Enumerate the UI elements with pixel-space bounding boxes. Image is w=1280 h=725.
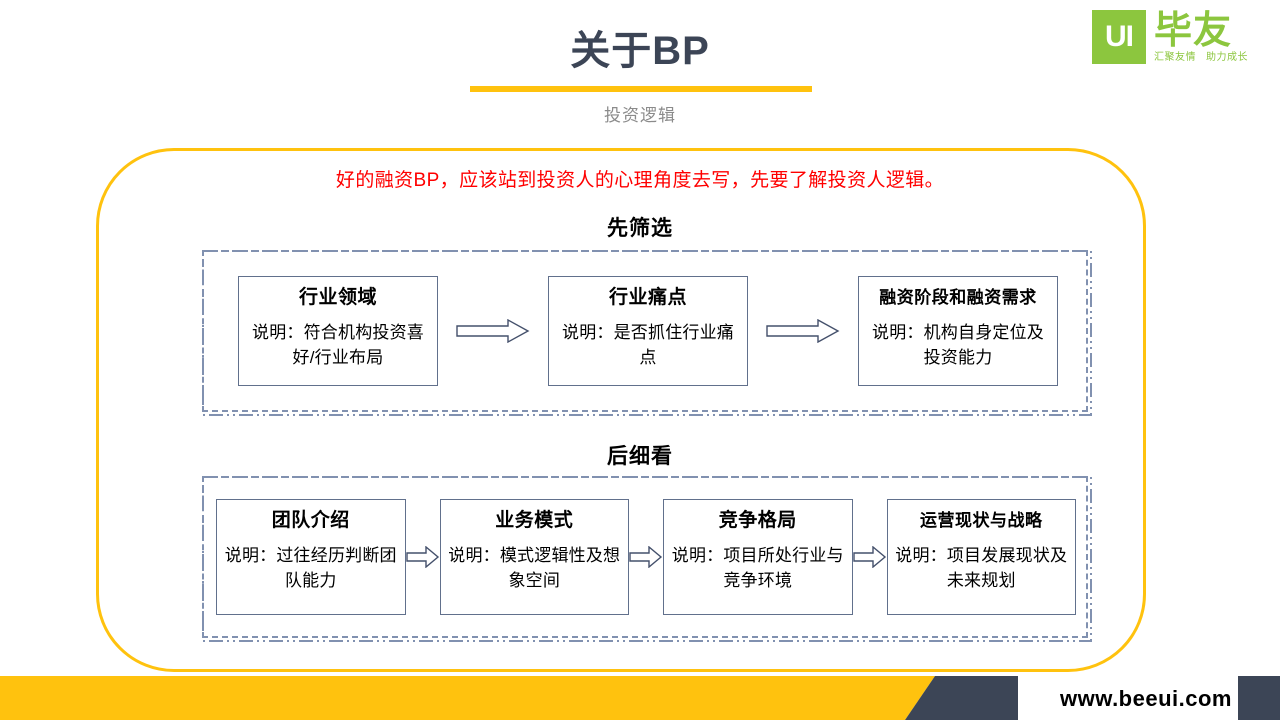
flow-row-screen: 行业领域 说明：符合机构投资喜好/行业布局 行业痛点 说明：是否抓住行业痛点 融… — [238, 272, 1058, 390]
logo-wordmark: 毕友 — [1154, 10, 1233, 52]
flow-card-desc: 说明：机构自身定位及投资能力 — [872, 323, 1044, 367]
logo-mark-icon: UI — [1092, 10, 1146, 64]
flow-card-desc: 说明：是否抓住行业痛点 — [562, 323, 734, 367]
flow-arrow-icon — [438, 311, 548, 351]
group-box-dashdot-outline — [202, 476, 1092, 642]
logo-tagline: 汇聚友情助力成长 — [1154, 51, 1258, 65]
flow-card-title: 业务模式 — [495, 510, 574, 531]
section-heading-detail: 后细看 — [607, 445, 673, 468]
group-box-detail — [202, 476, 1092, 642]
title-underline-rule — [470, 86, 812, 92]
flow-card-title: 融资阶段和融资需求 — [879, 288, 1037, 307]
flow-arrow-icon — [629, 537, 663, 577]
footer-navy-wedge — [905, 676, 1018, 720]
flow-card-title: 竞争格局 — [718, 510, 797, 531]
group-box-dashdot-outline — [202, 250, 1092, 416]
flow-card-title: 团队介绍 — [271, 510, 350, 531]
flow-card[interactable]: 行业痛点 说明：是否抓住行业痛点 — [548, 276, 748, 386]
flow-card-desc: 说明：过往经历判断团队能力 — [224, 546, 397, 590]
flow-card-title: 运营现状与战略 — [920, 511, 1043, 530]
flow-card-desc: 说明：模式逻辑性及想象空间 — [448, 546, 621, 590]
page-subtitle: 投资逻辑 — [604, 106, 676, 125]
flow-card-title: 行业领域 — [298, 287, 377, 308]
flow-arrow-icon — [852, 537, 887, 577]
highlight-statement: 好的融资BP，应该站到投资人的心理角度去写，先要了解投资人逻辑。 — [335, 170, 945, 191]
footer-yellow-band — [0, 676, 935, 720]
flow-card[interactable]: 融资阶段和融资需求 说明：机构自身定位及投资能力 — [858, 276, 1058, 386]
flow-card[interactable]: 业务模式 说明：模式逻辑性及想象空间 — [439, 499, 629, 615]
logo-text-group: 毕友 汇聚友情助力成长 — [1154, 10, 1258, 65]
flow-card[interactable]: 竞争格局 说明：项目所处行业与竞争环境 — [663, 499, 853, 615]
flow-card-desc: 说明：项目发展现状及未来规划 — [895, 546, 1068, 590]
flow-card-title: 行业痛点 — [608, 287, 687, 308]
flow-card-desc: 说明：符合机构投资喜好/行业布局 — [252, 323, 424, 367]
flow-card[interactable]: 行业领域 说明：符合机构投资喜好/行业布局 — [238, 276, 438, 386]
page-title: 关于BP — [570, 29, 710, 73]
footer-bar-graphic — [0, 676, 1280, 720]
footer-url[interactable]: www.beeui.com — [1060, 686, 1232, 711]
flow-arrow-icon — [405, 537, 440, 577]
group-box-screen — [202, 250, 1092, 416]
logo-tagline-left: 汇聚友情 — [1154, 52, 1196, 63]
flow-row-detail: 团队介绍 说明：过往经历判断团队能力 业务模式 说明：模式逻辑性及想象空间 竞争… — [216, 498, 1076, 616]
content-card-frame — [96, 148, 1146, 672]
footer-navy-endcap — [1238, 676, 1280, 720]
flow-card[interactable]: 运营现状与战略 说明：项目发展现状及未来规划 — [886, 499, 1076, 615]
brand-logo: UI 毕友 汇聚友情助力成长 — [1092, 10, 1258, 65]
page-footer: www.beeui.com — [0, 676, 1280, 720]
flow-arrow-icon — [748, 311, 858, 351]
flow-card-desc: 说明：项目所处行业与竞争环境 — [671, 546, 844, 590]
flow-card[interactable]: 团队介绍 说明：过往经历判断团队能力 — [216, 499, 406, 615]
section-heading-screen: 先筛选 — [607, 217, 673, 240]
logo-tagline-right: 助力成长 — [1206, 52, 1248, 63]
